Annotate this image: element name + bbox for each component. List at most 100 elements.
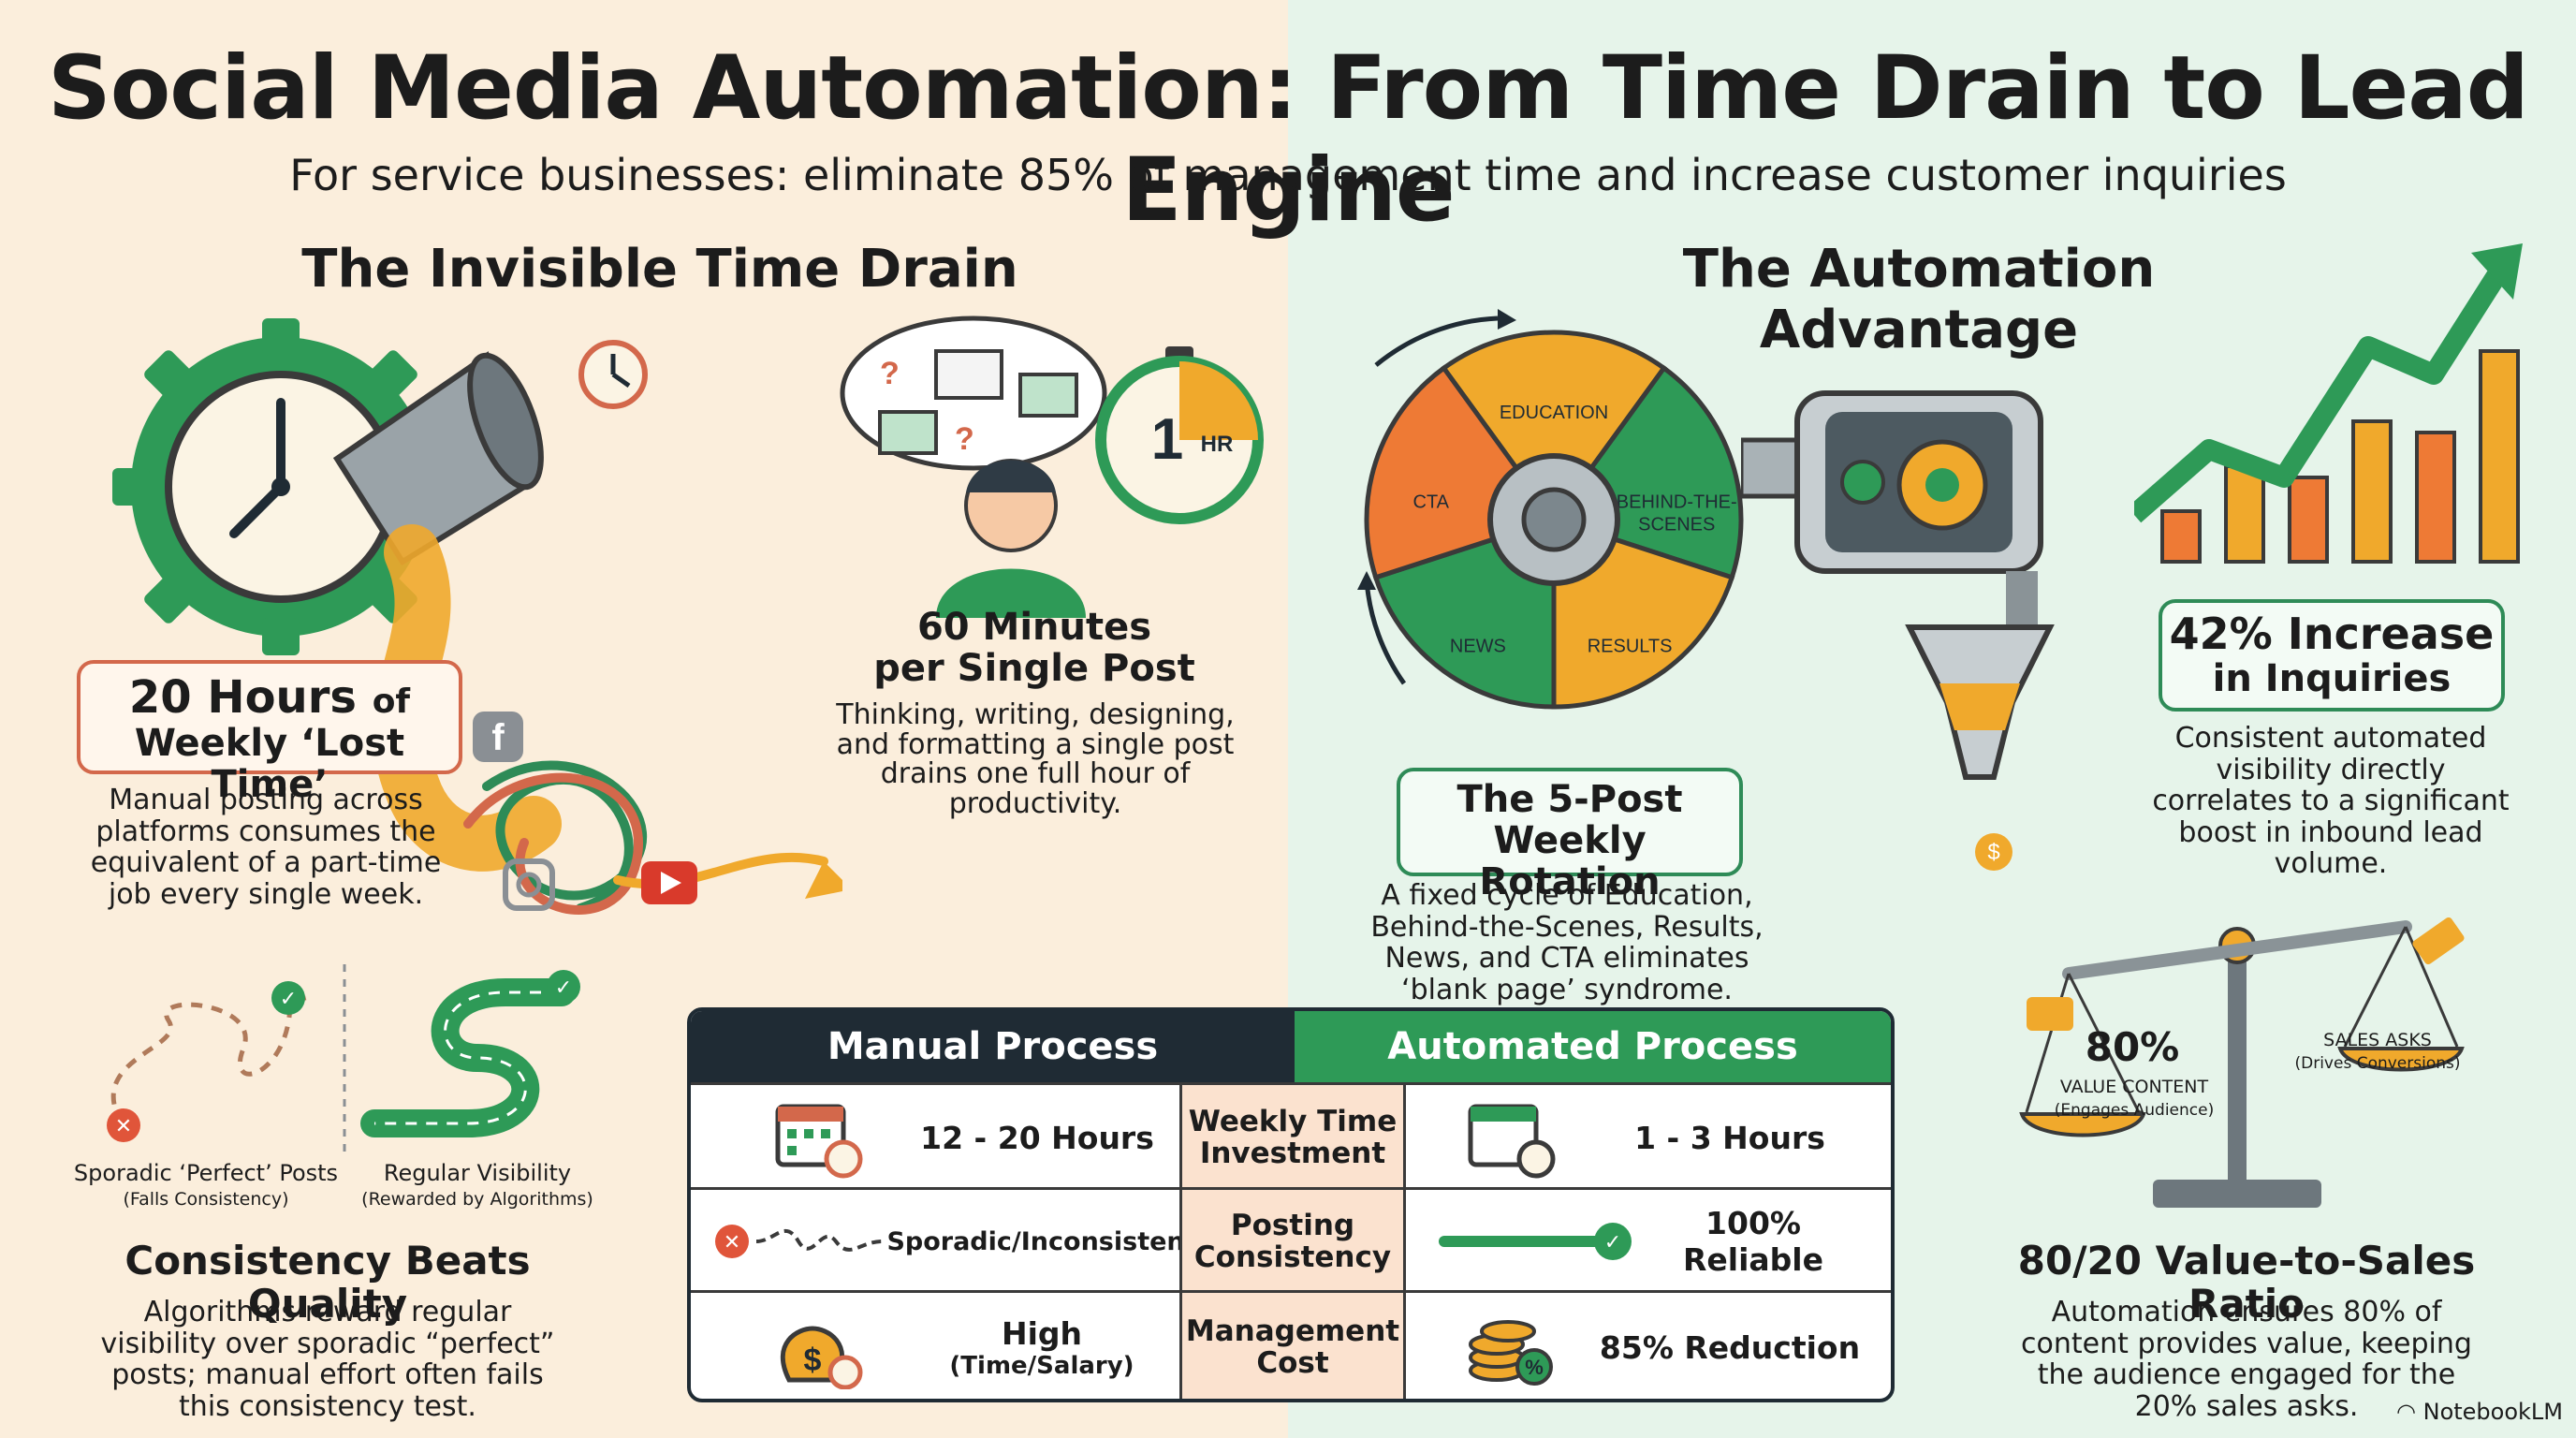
lost-time-label: Weekly ‘Lost Time’ <box>134 721 405 806</box>
inquiries-title-2: in Inquiries <box>2212 656 2452 700</box>
value-percent: 80% <box>2085 1024 2180 1070</box>
value-label: VALUE CONTENT <box>2059 1077 2209 1097</box>
scale-beam <box>2062 920 2412 980</box>
automated-cost-value: 85% Reduction <box>1599 1328 1861 1366</box>
inquiries-title-1: 42% Increase <box>2169 609 2495 659</box>
stopwatch-number: 1 <box>1151 407 1183 472</box>
social-facebook-icon: f <box>473 712 523 762</box>
sporadic-wave-icon: ✕ <box>710 1190 906 1293</box>
table-row: ✕ Sporadic/Inconsistent Posting Consiste… <box>691 1187 1891 1293</box>
sporadic-label: Sporadic ‘Perfect’ Posts <box>73 1160 339 1186</box>
value-pan <box>2019 1112 2146 1137</box>
check-icon <box>271 981 305 1015</box>
per-post-title-2: per Single Post <box>873 647 1195 690</box>
metric-label: Weekly Time Investment <box>1179 1085 1406 1190</box>
reliable-progress-icon: ✓ <box>1430 1190 1646 1293</box>
svg-text:✕: ✕ <box>115 1114 132 1137</box>
wheel-label: BEHIND-THE- <box>1617 492 1737 512</box>
right-section-heading: The Automation Advantage <box>1682 239 2156 360</box>
time-drain-illustration: f <box>112 318 842 915</box>
svg-text:✓: ✓ <box>1604 1230 1621 1254</box>
consistency-description: Algorithms reward regular visibility ove… <box>100 1296 555 1423</box>
page-title: Social Media Automation: From Time Drain… <box>48 37 2529 242</box>
page-subtitle: For service businesses: eliminate 85% of… <box>289 150 2287 200</box>
gear-clock-icon <box>112 318 449 655</box>
svg-text:f: f <box>491 717 505 758</box>
manual-time-value: 12 - 20 Hours <box>920 1119 1154 1156</box>
manual-consistency-value: Sporadic/Inconsistent <box>886 1226 1197 1256</box>
notebooklm-logo-icon: ◠ <box>2396 1399 2423 1425</box>
metric-label: Posting Consistency <box>1179 1190 1406 1293</box>
ratio-description: Automation ensures 80% of content provid… <box>2021 1296 2472 1423</box>
stressed-person-icon <box>936 459 1086 618</box>
rotation-title-2: Weekly Rotation <box>1479 819 1661 903</box>
thought-cloud-icon: ? ? <box>840 315 1107 471</box>
automated-time-value: 1 - 3 Hours <box>1634 1119 1825 1156</box>
scale-pole <box>2228 946 2247 1189</box>
chat-bubble-icon <box>2027 997 2073 1031</box>
automation-machine-illustration: $ <box>1741 390 2055 871</box>
sales-label: SALES ASKS <box>2323 1030 2432 1050</box>
manual-cost-value: High <box>1001 1314 1083 1352</box>
regular-sub: (Rewarded by Algorithms) <box>361 1189 593 1210</box>
flow-arrow-head <box>805 861 842 899</box>
svg-text:%: % <box>1525 1356 1544 1379</box>
consistency-title: Consistency Beats Quality <box>124 1238 531 1328</box>
social-youtube-icon <box>641 861 697 904</box>
svg-text:$: $ <box>804 1343 822 1378</box>
automated-consistency-value: 100% Reliable <box>1683 1205 1823 1278</box>
manual-cost-sub: (Time/Salary) <box>949 1351 1134 1380</box>
ratio-title: 80/20 Value-to-Sales Ratio <box>2017 1238 2476 1328</box>
wheel-segment-education <box>1440 330 1668 524</box>
svg-text:✓: ✓ <box>555 976 572 999</box>
coin-icon <box>1975 833 2012 871</box>
rotation-description: A fixed cycle of Education, Behind-the-S… <box>1370 879 1764 1006</box>
left-section-heading: The Invisible Time Drain <box>301 239 1018 300</box>
wheel-label: NEWS <box>1450 637 1506 657</box>
svg-text:✓: ✓ <box>280 987 297 1010</box>
calendar-clock-icon <box>766 1085 869 1190</box>
consistency-illustration: ✕ ✓ ✓ <box>107 964 580 1152</box>
sales-sub: (Drives Conversions) <box>2294 1054 2461 1073</box>
social-instagram-icon <box>503 858 555 911</box>
rotation-box: The 5-Post Weekly Rotation <box>1397 768 1743 902</box>
automated-process-header: Automated Process <box>1295 1011 1891 1082</box>
wheel-label: CTA <box>1412 492 1449 512</box>
coins-percent-icon: % <box>1458 1293 1561 1399</box>
sporadic-path <box>110 994 310 1125</box>
per-post-description: Thinking, writing, designing, and format… <box>836 698 1235 820</box>
table-row: $ High (Time/Salary) Management Cost % 8… <box>691 1290 1891 1399</box>
growth-chart-illustration <box>2134 243 2523 564</box>
fail-icon <box>107 1108 140 1142</box>
inquiries-box: 42% Increase in Inquiries <box>2159 599 2505 712</box>
comparison-table: Manual Process Automated Process 12 - 20… <box>687 1007 1895 1402</box>
growth-bar <box>2288 476 2329 564</box>
lost-time-of: of <box>372 682 411 721</box>
per-post-title-1: 60 Minutes <box>916 606 1152 649</box>
wheel-label: EDUCATION <box>1500 403 1608 423</box>
table-row: 12 - 20 Hours Weekly Time Investment 1 -… <box>691 1082 1891 1190</box>
lost-time-description: Manual posting across platforms consumes… <box>90 784 442 911</box>
price-tag-icon <box>2412 917 2465 965</box>
lost-time-hours: 20 Hours <box>128 671 357 724</box>
funnel-horn-icon <box>332 351 544 566</box>
wheel-label: RESULTS <box>1588 637 1673 657</box>
growth-bar <box>2224 464 2265 564</box>
small-clock-icon <box>578 340 648 409</box>
stopwatch-icon: 1 HR <box>1095 346 1264 524</box>
growth-bar <box>2160 509 2202 564</box>
sporadic-sub: (Falls Consistency) <box>123 1189 289 1210</box>
brand-mark: ◠ NotebookLM <box>2385 1399 2563 1425</box>
svg-text:?: ? <box>955 421 974 457</box>
metric-label: Management Cost <box>1179 1293 1406 1399</box>
sales-pan <box>2337 1047 2465 1072</box>
svg-text:?: ? <box>880 356 900 391</box>
automated-calendar-icon <box>1458 1085 1561 1190</box>
growth-bar <box>2479 349 2520 564</box>
growth-bar <box>2415 431 2456 564</box>
svg-text:✕: ✕ <box>724 1230 740 1254</box>
per-post-illustration: ? ? 1 HR <box>840 315 1264 618</box>
regular-label: Regular Visibility <box>383 1160 572 1186</box>
growth-arrow <box>2134 266 2509 523</box>
